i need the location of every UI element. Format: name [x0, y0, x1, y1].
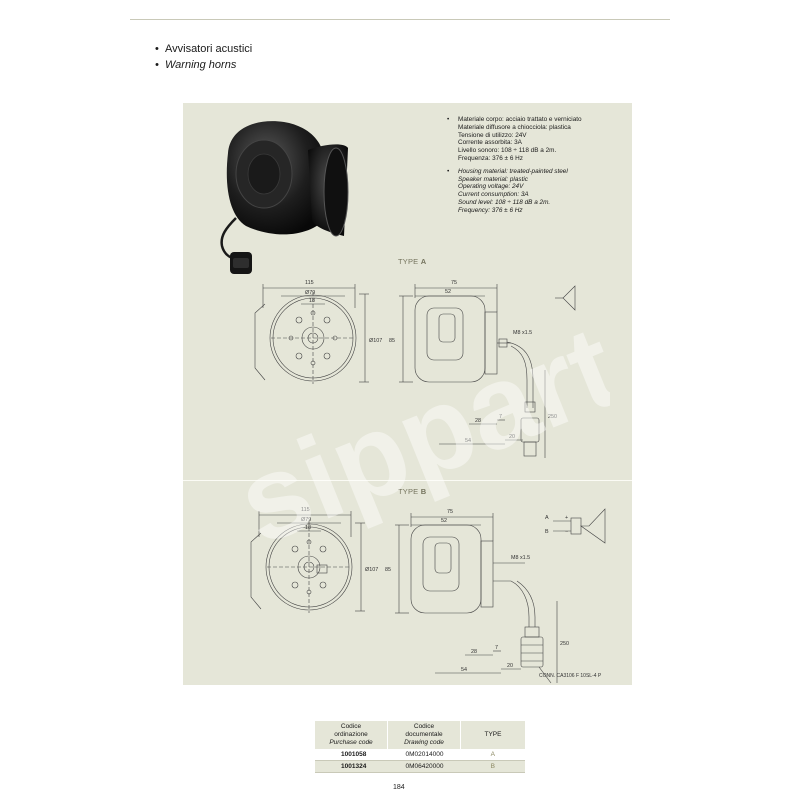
svg-text:115: 115: [301, 507, 310, 513]
spec-list-italian: •Materiale corpo: acciaio trattato e ver…: [447, 116, 627, 163]
page-number: 184: [393, 784, 405, 791]
svg-text:52: 52: [445, 289, 451, 295]
spec-item: Tensione di utilizzo: 24V: [458, 131, 527, 139]
svg-text:20: 20: [509, 434, 515, 440]
type-a-label: TYPE A: [398, 257, 427, 266]
type-cell: B: [460, 760, 525, 773]
heading-italian: • Avvisatori acustici: [155, 43, 253, 55]
section-heading: • Avvisatori acustici • Warning horns: [155, 41, 252, 73]
table-row: 1001324 0M06420000 B: [315, 760, 525, 773]
spec-item: Current consumption: 3A: [458, 191, 529, 199]
drawing-code-cell: 0M06420000: [387, 760, 461, 773]
product-panel: •Materiale corpo: acciaio trattato e ver…: [183, 103, 632, 685]
horn-photo: [220, 121, 349, 274]
header-purchase-code: Codice ordinazione Purchase code: [315, 721, 388, 749]
svg-text:75: 75: [447, 509, 453, 515]
svg-text:18: 18: [309, 298, 315, 304]
drawing-code-cell: 0M02014000: [387, 749, 461, 761]
svg-text:A: A: [545, 515, 549, 521]
svg-text:28: 28: [475, 418, 481, 424]
spec-item: Speaker material: plastic: [458, 175, 528, 183]
spec-item: Operating voltage: 24V: [458, 183, 524, 191]
connector-note: CONN. CA3106 F 10SL-4 P: [539, 673, 602, 679]
header-drawing-code: Codice documentale Drawing code: [387, 721, 461, 749]
heading-italian-text: Avvisatori acustici: [164, 43, 253, 55]
spec-item: Materiale diffusore a chiocciola: plasti…: [458, 123, 571, 131]
top-rule: [130, 19, 670, 20]
svg-text:75: 75: [451, 280, 457, 286]
svg-text:85: 85: [385, 567, 391, 573]
purchase-code-table: Codice ordinazione Purchase code Codice …: [315, 721, 525, 773]
svg-text:+: +: [565, 515, 568, 521]
svg-text:115: 115: [305, 280, 314, 286]
heading-english: • Warning horns: [155, 59, 237, 71]
svg-text:250: 250: [560, 641, 569, 647]
type-b-drawing: 115 Ø79 18 Ø107 75 52 85 M8 x1.5 250 28 …: [250, 507, 606, 684]
svg-text:−: −: [565, 529, 568, 535]
heading-english-text: Warning horns: [164, 59, 237, 71]
svg-text:7: 7: [495, 645, 498, 651]
type-cell: A: [460, 749, 525, 761]
purchase-code-cell: 1001324: [315, 760, 388, 773]
svg-text:28: 28: [471, 649, 477, 655]
spec-item: •Materiale corpo: acciaio trattato e ver…: [447, 116, 582, 123]
svg-text:M8 x1.5: M8 x1.5: [511, 555, 530, 561]
spec-item: •Housing material: treated-painted steel: [447, 167, 568, 175]
svg-text:250: 250: [548, 414, 557, 420]
spec-item: Frequency: 376 ± 6 Hz: [458, 206, 523, 214]
svg-text:Ø107: Ø107: [369, 338, 382, 344]
spec-item: Sound level: 108 ÷ 118 dB a 2m.: [458, 198, 551, 206]
svg-text:Ø107: Ø107: [365, 567, 378, 573]
spec-item: Corrente assorbita: 3A: [458, 139, 522, 147]
svg-text:20: 20: [507, 663, 513, 669]
spec-list-english: •Housing material: treated-painted steel…: [447, 168, 627, 215]
spec-list: •Materiale corpo: acciaio trattato e ver…: [447, 116, 627, 215]
svg-text:18: 18: [305, 525, 311, 531]
svg-text:Ø79: Ø79: [301, 517, 311, 523]
table-header-row: Codice ordinazione Purchase code Codice …: [315, 721, 525, 749]
type-b-label: TYPE B: [398, 487, 427, 496]
header-type: TYPE: [460, 721, 525, 749]
panel-divider: [183, 480, 632, 481]
table-row: 1001058 0M02014000 A: [315, 749, 525, 761]
spec-item: Livello sonoro: 108 ÷ 118 dB a 2m.: [458, 147, 557, 155]
svg-text:85: 85: [389, 338, 395, 344]
svg-text:B: B: [545, 529, 549, 535]
svg-text:M8 x1.5: M8 x1.5: [513, 330, 532, 336]
type-a-drawing: 115 Ø79 18 Ø107 75 52 85 M8 x1.5 250 28 …: [254, 280, 576, 458]
spec-item: Frequenza: 376 ± 6 Hz: [458, 154, 523, 162]
purchase-code-cell: 1001058: [315, 749, 388, 761]
svg-text:54: 54: [465, 438, 471, 444]
svg-text:Ø79: Ø79: [305, 290, 315, 296]
svg-text:7: 7: [499, 414, 502, 420]
svg-text:54: 54: [461, 667, 467, 673]
svg-text:52: 52: [441, 518, 447, 524]
